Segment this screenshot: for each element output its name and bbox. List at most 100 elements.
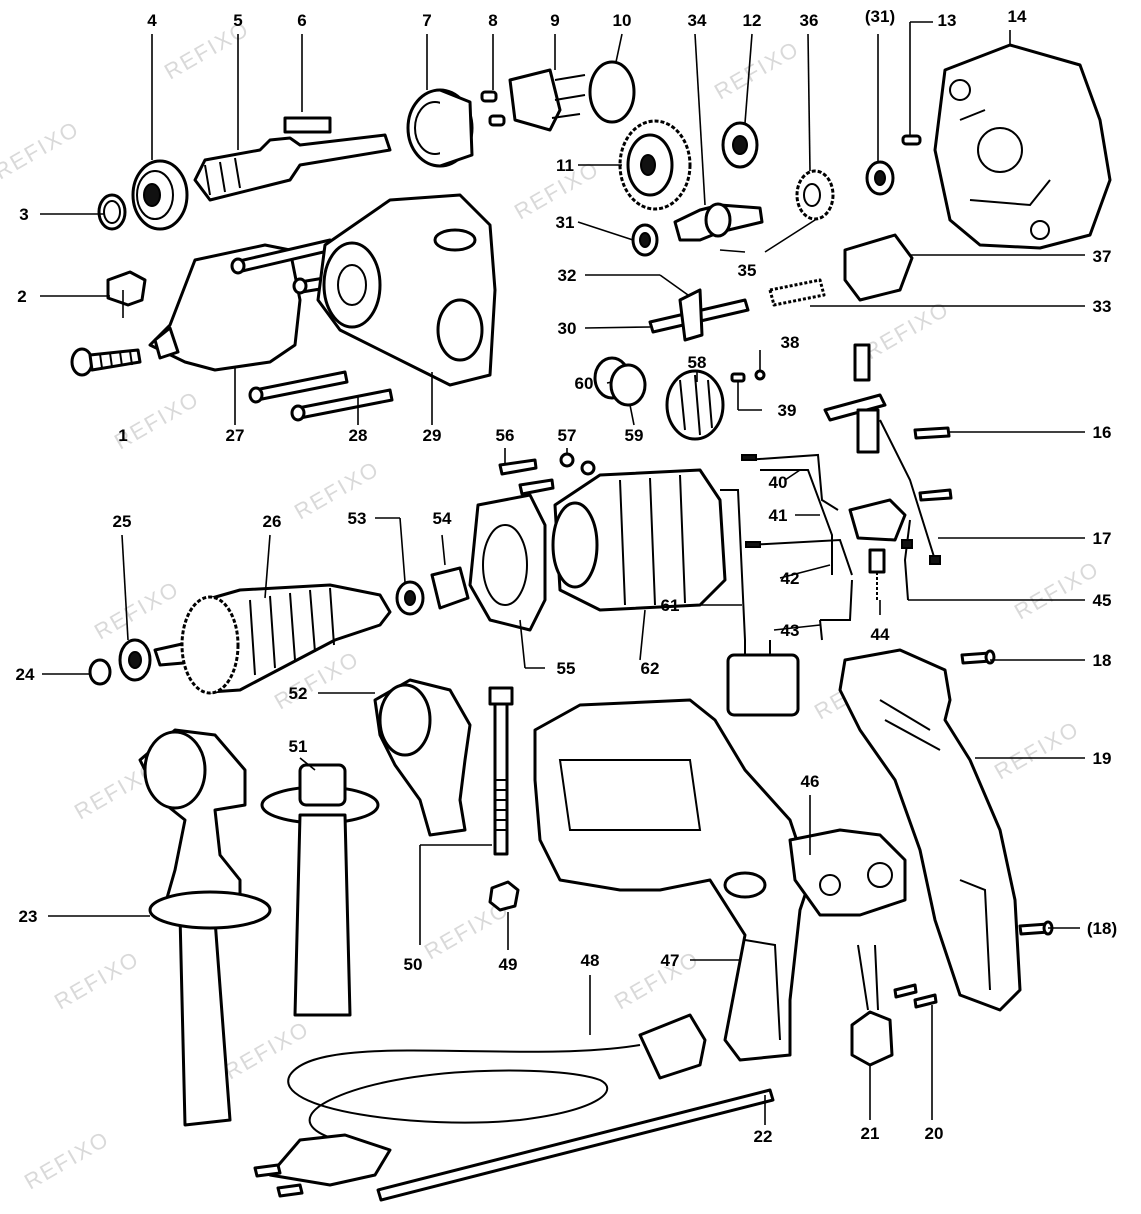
label-49: 49 [499,955,518,974]
label-8: 8 [488,11,497,30]
part-55-baffle [468,493,547,632]
label-54: 54 [433,509,452,528]
label-39: 39 [778,401,797,420]
part-23-side-handle [138,728,272,1127]
label-33: 33 [1093,297,1112,316]
leader-lines [40,21,1085,1125]
label-6: 6 [297,11,306,30]
part-25-bearing [118,638,152,682]
label-35: 35 [738,261,757,280]
part-53-bearing [395,580,425,616]
part-8-pins [480,90,506,127]
part-17-brush-holder [848,419,941,565]
part-number-labels: 1 2 3 4 5 6 7 8 9 10 11 12 13 14 16 17 1… [16,7,1118,1146]
label-10: 10 [613,11,632,30]
label-55: 55 [557,659,576,678]
watermark: REFIXO [90,576,184,645]
part-6-key [283,116,332,134]
label-61: 61 [661,596,680,615]
part-36-gear [795,169,835,221]
label-38: 38 [781,333,800,352]
watermark: REFIXO [290,456,384,525]
label-20: 20 [925,1124,944,1143]
part-4-bearing [131,159,189,231]
watermark: REFIXO [710,36,804,105]
label-7: 7 [422,11,431,30]
label-14: 14 [1008,7,1027,26]
label-18b: (18) [1087,919,1117,938]
label-30: 30 [558,319,577,338]
label-28: 28 [349,426,368,445]
part-20-screws [893,983,938,1009]
part-21-cord-guard [850,944,894,1067]
part-49-nut [488,880,520,912]
label-29: 29 [423,426,442,445]
label-51: 51 [289,737,308,756]
label-24: 24 [16,665,35,684]
watermark: REFIXO [990,716,1084,785]
part-13-pin [901,134,922,146]
label-58: 58 [688,353,707,372]
part-44-brush [868,548,886,600]
part-29-front-housing [316,193,497,387]
label-13: 13 [938,11,957,30]
part-39-pin [730,372,746,383]
part-16-screws [913,426,953,502]
part-34-shaft [673,202,764,242]
label-34: 34 [688,11,707,30]
part-31-bearing [631,223,659,257]
part-47-motor-housing [533,698,812,1062]
label-4: 4 [147,11,157,30]
part-37-bracket [843,233,914,302]
watermark: REFIXO [610,946,704,1015]
part-61-wire-harness [720,489,800,717]
label-56: 56 [496,426,515,445]
label-42: 42 [781,569,800,588]
label-9: 9 [550,11,559,30]
label-32: 32 [558,266,577,285]
part-52-ring-clamp [373,678,472,837]
part-7-bearing [406,88,474,168]
label-5: 5 [233,11,242,30]
label-16: 16 [1093,423,1112,442]
part-26-armature [153,583,392,695]
part-brush-holder [823,343,887,454]
label-31: 31 [556,213,575,232]
part-59-ring [609,363,647,407]
part-27-chuck [148,243,302,372]
part-45-wire [901,519,913,601]
part-50-bolt [488,686,514,856]
watermark: REFIXO [0,116,84,185]
label-50: 50 [404,955,423,974]
part-31b-bearing [865,160,895,196]
label-1: 1 [118,426,127,445]
label-26: 26 [263,512,282,531]
label-57: 57 [558,426,577,445]
part-18-screw [960,649,996,665]
part-56-screws [498,458,555,496]
part-42-wire [745,538,853,576]
label-60: 60 [575,374,594,393]
part-48-power-cord [253,1013,707,1198]
label-37: 37 [1093,247,1112,266]
label-41: 41 [769,506,788,525]
part-1-screw [70,347,142,377]
part-41-wire [760,469,833,575]
part-19-handle-half [838,648,1022,1012]
part-38-ball [754,369,766,381]
part-62-stator [551,468,727,612]
part-22-depth-rod [376,1088,775,1202]
label-2: 2 [17,287,26,306]
part-33-spring [768,278,826,307]
label-46: 46 [801,772,820,791]
label-52: 52 [289,684,308,703]
label-62: 62 [641,659,660,678]
part-18b-screw [1018,920,1054,936]
label-27: 27 [226,426,245,445]
part-54-sleeve [430,566,470,610]
watermark: REFIXO [50,946,144,1015]
label-3: 3 [19,205,28,224]
label-22: 22 [754,1127,773,1146]
label-21: 21 [861,1124,880,1143]
